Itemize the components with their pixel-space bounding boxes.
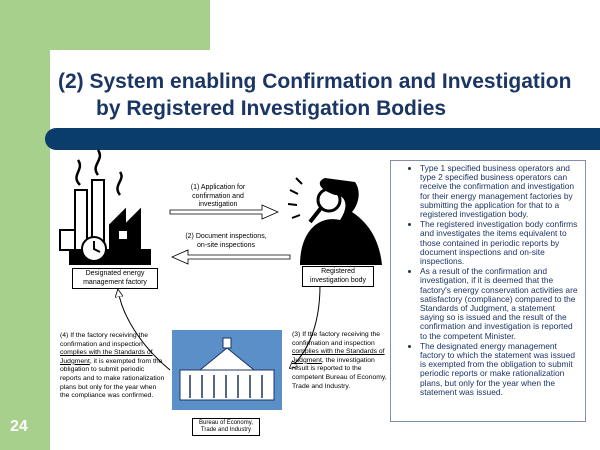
green-top-band (0, 0, 210, 50)
bullet-item: The registered investigation body confir… (420, 220, 581, 266)
green-side-band (0, 0, 50, 450)
factory-label: Designated energy management factory (72, 268, 158, 289)
arrow-to-factory (118, 290, 171, 371)
bureau-label-line-2: Trade and Industry (200, 427, 252, 433)
slide-number: 24 (10, 418, 28, 435)
government-building-icon (172, 330, 282, 410)
bureau-label-line-1: Bureau of Economy, (199, 420, 253, 426)
step-3-text: (3) If the factory receiving the confirm… (292, 331, 387, 390)
arrow-inspections-label: (2) Document inspections, on-site inspec… (185, 233, 267, 249)
arrow-application-label: (1) Application for confirmation and inv… (190, 184, 246, 208)
arrow-to-bureau (290, 284, 321, 368)
detective-icon (287, 177, 382, 265)
explanation-bullets: Type 1 specified business operators and … (390, 160, 586, 422)
bullet-item: As a result of the confirmation and inve… (420, 267, 581, 341)
title-line-2: by Registered Investigation Bodies (96, 97, 447, 120)
bullet-item: Type 1 specified business operators and … (420, 163, 581, 219)
title-underline-bar (45, 128, 600, 150)
title-line-1: (2) System enabling Confirmation and Inv… (58, 70, 572, 93)
bullet-item: The designated energy management factory… (420, 341, 581, 397)
investigator-label: Registered investigation body (302, 266, 374, 287)
factory-icon (59, 149, 151, 265)
arrow-inspections (171, 249, 291, 265)
bureau-label: Bureau of Economy, Trade and Industry (192, 418, 260, 436)
arrow-application (169, 204, 279, 220)
page-title: (2) System enabling Confirmation and Inv… (58, 68, 571, 122)
step-4-text: (4) If the factory receiving the confirm… (60, 332, 165, 400)
